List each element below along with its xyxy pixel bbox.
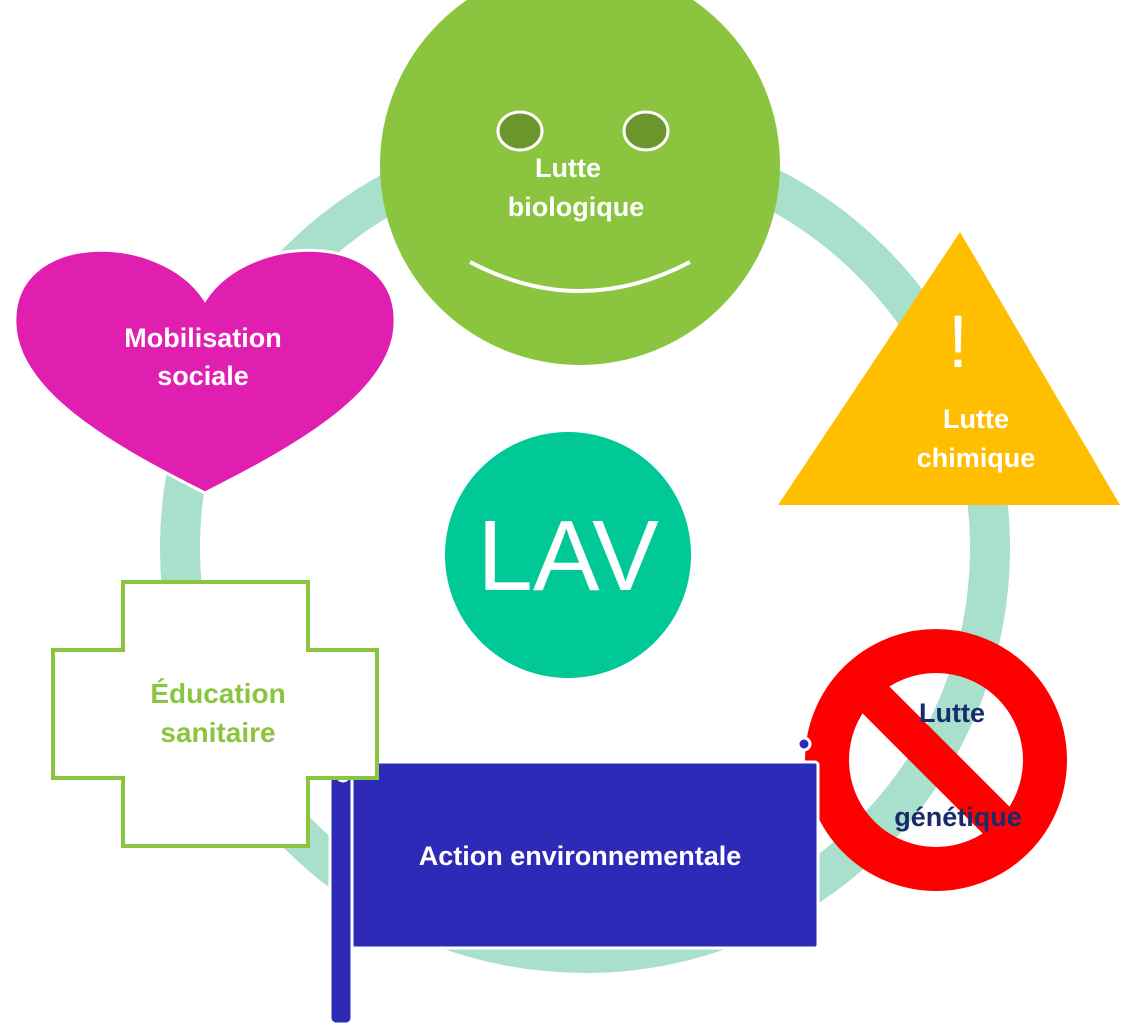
node-action-environnementale: Action environnementale (328, 736, 820, 1026)
scroll-right-curl (796, 736, 812, 752)
health-cross (51, 580, 379, 848)
mobilisation-sociale-line1: Mobilisation (124, 323, 282, 353)
scroll-left-roll (328, 760, 354, 1026)
lutte-chimique-line2: chimique (917, 443, 1036, 473)
prohibition-ring (805, 629, 1067, 891)
node-mobilisation-sociale: Mobilisation sociale (13, 248, 397, 495)
heart-shape (13, 248, 397, 495)
node-lutte-chimique: ! Lutte chimique (778, 232, 1120, 505)
education-sanitaire-line2: sanitaire (160, 717, 275, 748)
center-label: LAV (477, 500, 659, 612)
warning-triangle (778, 232, 1120, 505)
smiley-left-eye (496, 110, 544, 152)
smiley-right-eye (622, 110, 670, 152)
smiley-circle (380, 0, 780, 365)
node-lutte-biologique: Lutte biologique (380, 0, 780, 365)
action-environnementale-label: Action environnementale (419, 841, 742, 871)
education-sanitaire-line1: Éducation (150, 678, 285, 709)
lutte-biologique-line1: Lutte (535, 153, 601, 183)
node-education-sanitaire: Éducation sanitaire (51, 580, 379, 848)
prohibition-bar (854, 678, 1018, 842)
lutte-genetique-line2: génétique (894, 802, 1022, 832)
exclamation-icon: ! (948, 300, 969, 383)
smiley-mouth (469, 260, 691, 293)
lutte-chimique-line1: Lutte (943, 404, 1009, 434)
center-circle (445, 432, 691, 678)
mobilisation-sociale-line2: sociale (157, 361, 249, 391)
lutte-biologique-line2: biologique (508, 192, 644, 222)
lutte-genetique-line1: Lutte (919, 698, 985, 728)
node-lutte-genetique: Lutte génétique (805, 629, 1067, 891)
